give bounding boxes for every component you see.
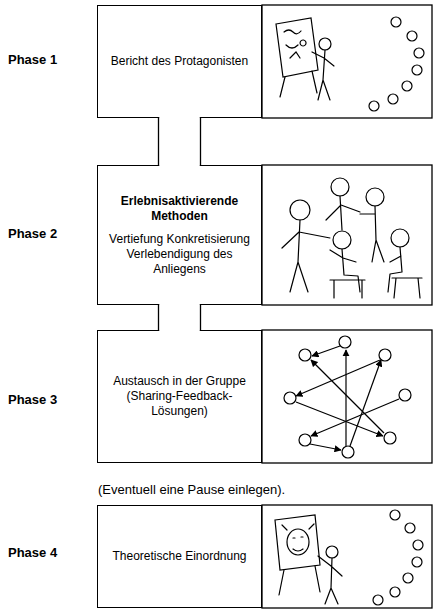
illustration-cell <box>262 505 432 608</box>
illustration-cell <box>262 5 432 118</box>
box-text: Austausch in der Gruppe (Sharing-Feedbac… <box>108 374 251 419</box>
box-text: Theoretische Einordnung <box>112 549 246 564</box>
exchange-sketch <box>284 336 411 458</box>
illustration-cell <box>262 165 432 305</box>
phase-label: Phase 1 <box>8 52 57 68</box>
illustration-cell <box>262 330 432 463</box>
phase-label: Phase 2 <box>8 226 57 242</box>
box-text: Vertiefung Konkretisierung Verlebendigun… <box>108 232 251 277</box>
theory-sketch <box>275 510 423 605</box>
note-text: (Eventuell eine Pause einlegen). <box>98 482 285 498</box>
roleplay-sketch <box>282 178 422 298</box>
phase-box: Erlebnisaktivierende MethodenVertiefung … <box>97 165 262 305</box>
phase-box: Theoretische Einordnung <box>97 505 262 608</box>
box-heading: Erlebnisaktivierende Methoden <box>108 194 251 224</box>
phase-box: Bericht des Protagonisten <box>97 5 262 118</box>
channel-connector <box>159 116 201 167</box>
presenter-sketch <box>276 17 424 111</box>
phase-label: Phase 4 <box>8 545 57 561</box>
phase-label: Phase 3 <box>8 392 57 408</box>
channel-connector <box>159 303 201 332</box>
box-text: Bericht des Protagonisten <box>111 54 248 69</box>
phase-box: Austausch in der Gruppe (Sharing-Feedbac… <box>97 330 262 463</box>
